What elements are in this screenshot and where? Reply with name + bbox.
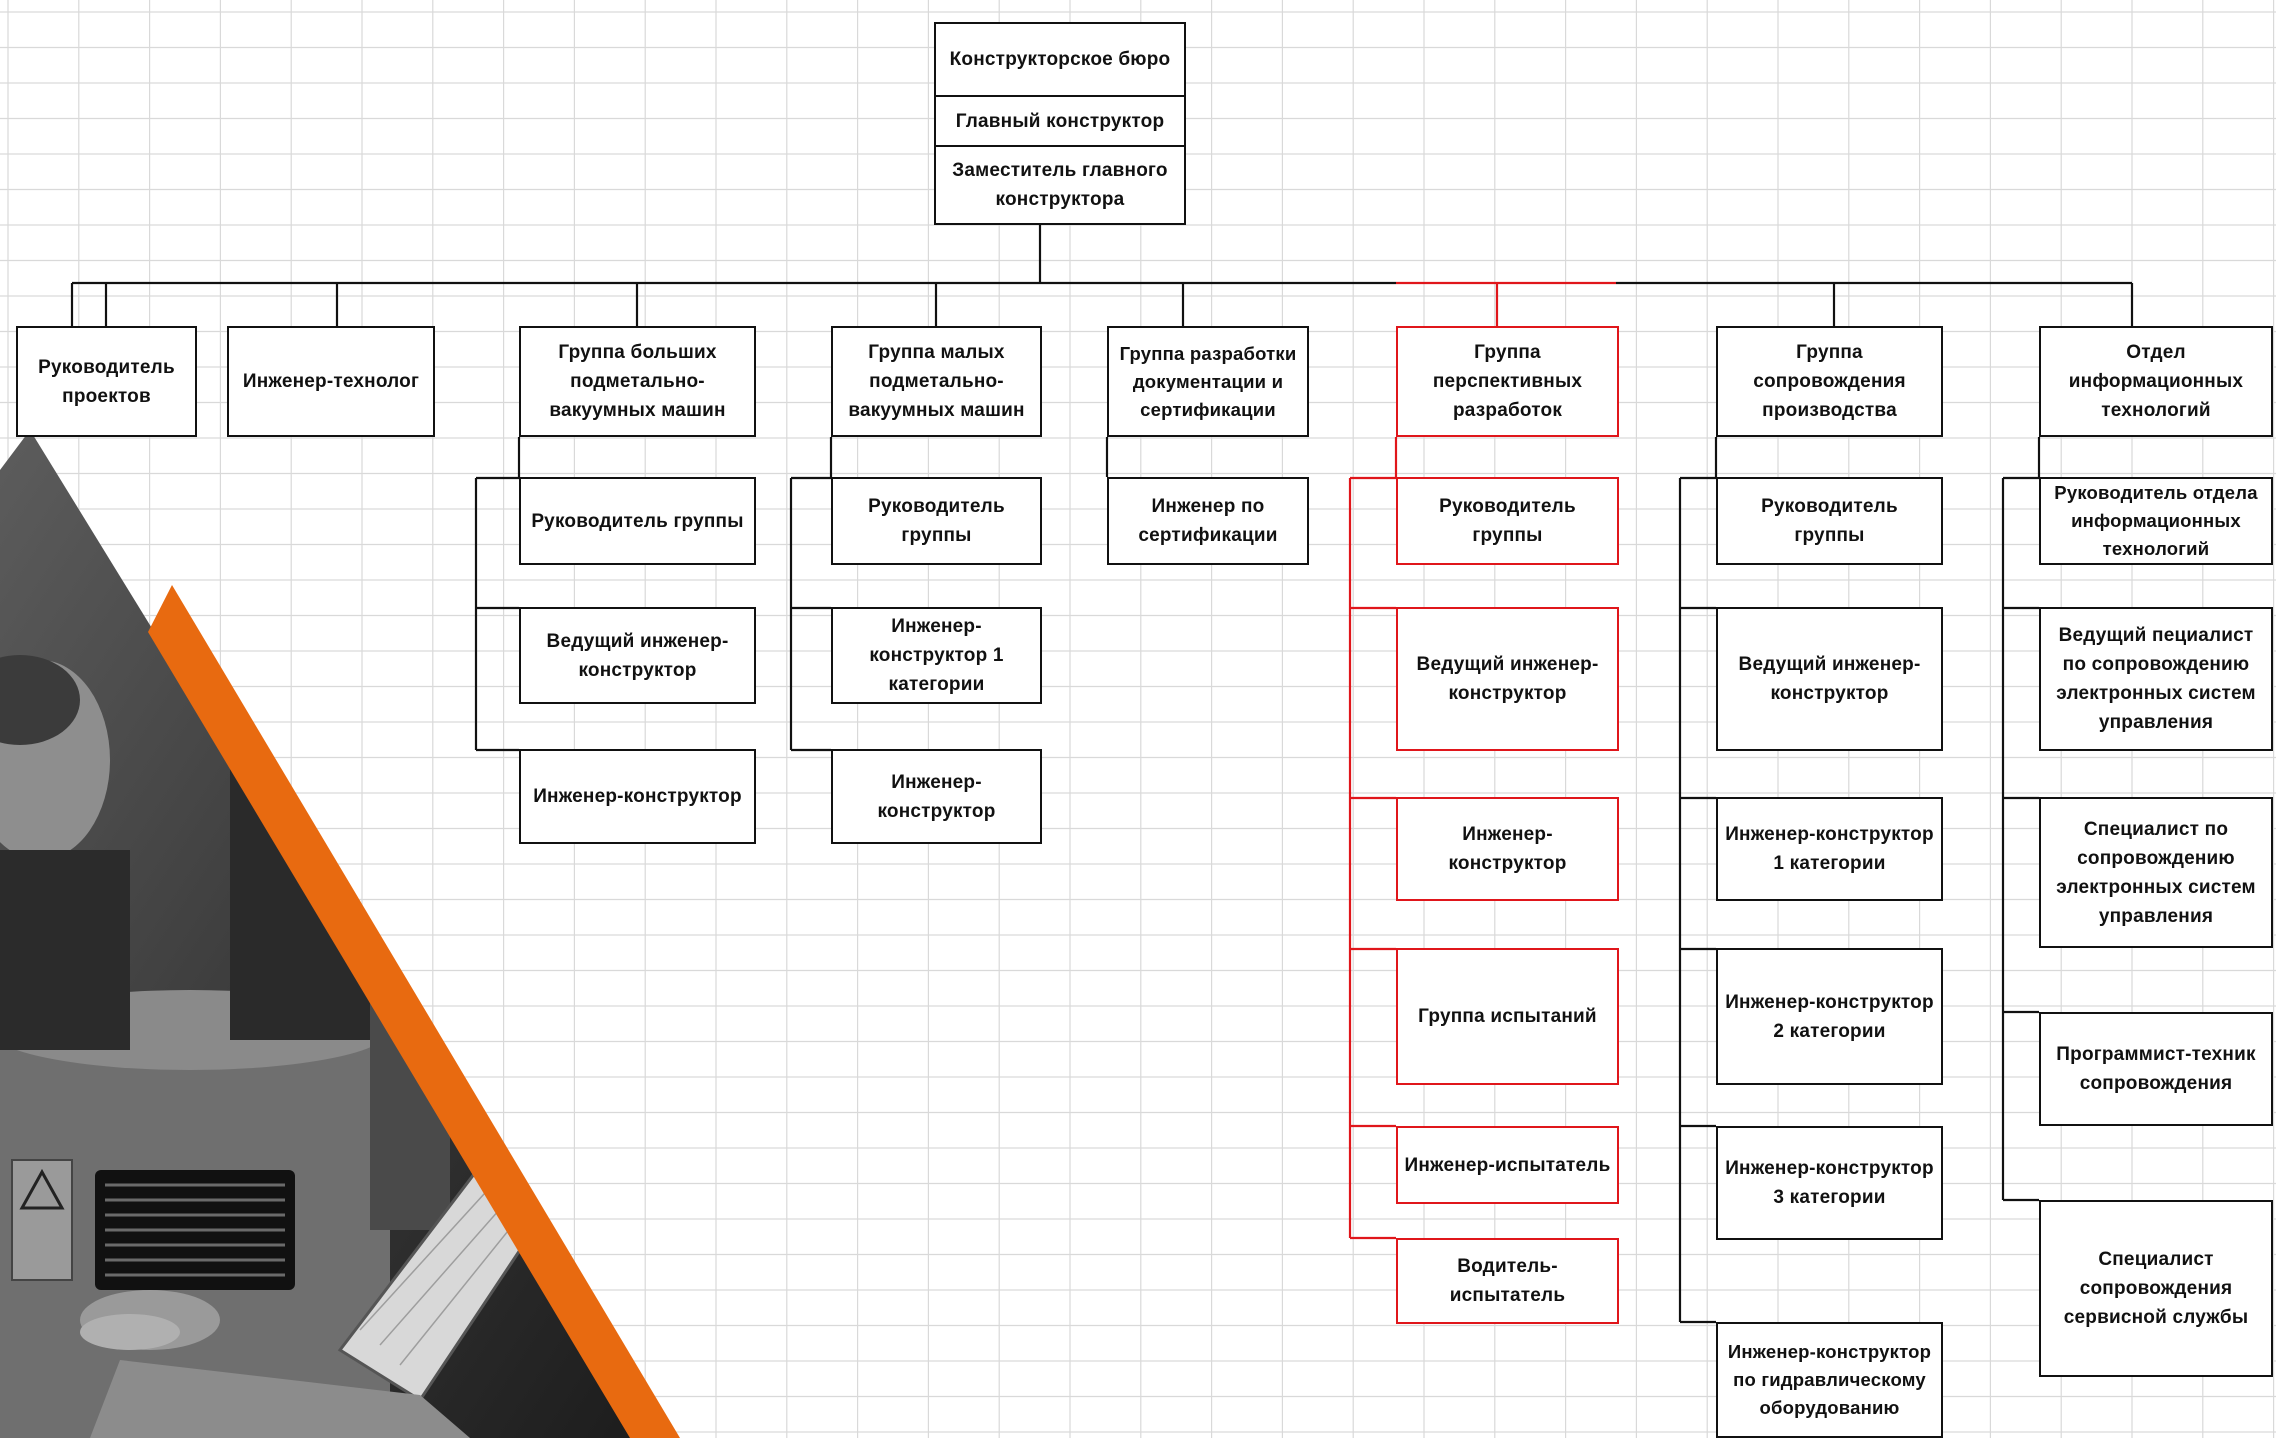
dept-project-leader: Руководитель проектов: [16, 326, 197, 437]
dept-it: Отдел информационных технологий: [2039, 326, 2273, 437]
dept-process-engineer: Инженер-технолог: [227, 326, 435, 437]
group-leader-box: Руководитель группы: [1396, 477, 1619, 565]
deputy-chief-label: Заместитель главного конструктора: [952, 160, 1168, 210]
dept-advanced-development: Группа перспективных разработок: [1396, 326, 1619, 437]
dept-label: Группа разработки документации и сертифи…: [1119, 342, 1297, 420]
dept-label: Руководитель проектов: [38, 356, 175, 407]
dept-large-machines: Группа больших подметально-вакуумных маш…: [519, 326, 756, 437]
dept-production-support: Группа сопровождения производства: [1716, 326, 1943, 437]
group-leader-box: Руководитель группы: [519, 477, 756, 565]
position-label: Инженер по сертификации: [1138, 496, 1278, 546]
dept-label: Группа перспективных разработок: [1432, 342, 1583, 421]
position-label: Инженер-испытатель: [1404, 1154, 1611, 1176]
position-label: Инженер-конструктор 1 категории: [869, 616, 1004, 695]
test-group-box: Группа испытаний: [1396, 948, 1619, 1085]
position-label: Инженер-конструктор 2 категории: [1725, 991, 1934, 1042]
design-engineer-cat2-box: Инженер-конструктор 2 категории: [1716, 948, 1943, 1085]
position-label: Инженер-конструктор: [877, 771, 996, 822]
test-driver-box: Водитель-испытатель: [1396, 1238, 1619, 1324]
dept-label: Группа малых подметально-вакуумных машин: [848, 342, 1025, 421]
dept-label: Инженер-технолог: [242, 371, 420, 392]
position-label: Ведущий инженер-конструктор: [546, 630, 729, 681]
position-label: Инженер-конструктор: [1448, 824, 1567, 874]
dept-label: Отдел информационных технологий: [2068, 342, 2244, 421]
bureau-label: Конструкторское бюро: [949, 49, 1171, 70]
position-label: Специалист по сопровождению электронных …: [2056, 818, 2256, 927]
design-engineer-box: Инженер-конструктор: [1396, 797, 1619, 901]
support-programmer-box: Программист-техник сопровождения: [2039, 1012, 2273, 1126]
lead-design-engineer-box: Ведущий инженер-конструктор: [1396, 607, 1619, 751]
position-label: Инженер-конструктор по гидравлическому о…: [1727, 1341, 1932, 1418]
ecs-specialist-box: Специалист по сопровождению электронных …: [2039, 797, 2273, 948]
dept-label: Группа сопровождения производства: [1753, 342, 1906, 421]
position-label: Группа испытаний: [1418, 1006, 1597, 1027]
position-label: Ведущий инженер-конструктор: [1416, 654, 1599, 704]
chief-designer-box: Главный конструктор: [934, 95, 1186, 147]
position-label: Специалист сопровождения сервисной служб…: [2063, 1249, 2249, 1328]
certification-engineer-box: Инженер по сертификации: [1107, 477, 1309, 565]
design-engineer-cat1-box: Инженер-конструктор 1 категории: [831, 607, 1042, 704]
position-label: Инженер-конструктор 3 категории: [1725, 1158, 1934, 1208]
dept-small-machines: Группа малых подметально-вакуумных машин: [831, 326, 1042, 437]
lead-design-engineer-box: Ведущий инженер-конструктор: [519, 607, 756, 704]
position-label: Водитель-испытатель: [1449, 1256, 1566, 1306]
position-label: Руководитель группы: [531, 510, 744, 532]
position-label: Ведущий инженер-конструктор: [1738, 654, 1921, 704]
position-label: Программист-техник сопровождения: [2056, 1044, 2256, 1094]
group-leader-box: Руководитель группы: [831, 477, 1042, 565]
design-engineer-cat3-box: Инженер-конструктор 3 категории: [1716, 1126, 1943, 1240]
service-support-specialist-box: Специалист сопровождения сервисной служб…: [2039, 1200, 2273, 1377]
bureau-box: Конструкторское бюро: [934, 22, 1186, 97]
dept-label: Группа больших подметально-вакуумных маш…: [549, 342, 726, 421]
position-label: Руководитель группы: [868, 496, 1005, 546]
position-label: Инженер-конструктор: [533, 786, 742, 807]
hydraulic-engineer-box: Инженер-конструктор по гидравлическому о…: [1716, 1322, 1943, 1438]
test-engineer-box: Инженер-испытатель: [1396, 1126, 1619, 1204]
deputy-chief-box: Заместитель главного конструктора: [934, 145, 1186, 225]
group-leader-box: Руководитель группы: [1716, 477, 1943, 565]
position-label: Руководитель группы: [1761, 496, 1898, 546]
design-engineer-cat1-box: Инженер-конструктор 1 категории: [1716, 797, 1943, 901]
position-label: Ведущий пециалист по сопровождению элект…: [2056, 625, 2256, 733]
position-label: Руководитель группы: [1439, 496, 1576, 546]
chief-designer-label: Главный конструктор: [955, 110, 1165, 132]
position-label: Руководитель отдела информационных техно…: [2054, 482, 2258, 559]
dept-documentation: Группа разработки документации и сертифи…: [1107, 326, 1309, 437]
design-engineer-box: Инженер-конструктор: [519, 749, 756, 844]
lead-ecs-specialist-box: Ведущий пециалист по сопровождению элект…: [2039, 607, 2273, 751]
position-label: Инженер-конструктор 1 категории: [1725, 824, 1934, 874]
it-head-box: Руководитель отдела информационных техно…: [2039, 477, 2273, 565]
lead-design-engineer-box: Ведущий инженер-конструктор: [1716, 607, 1943, 751]
design-engineer-box: Инженер-конструктор: [831, 749, 1042, 844]
